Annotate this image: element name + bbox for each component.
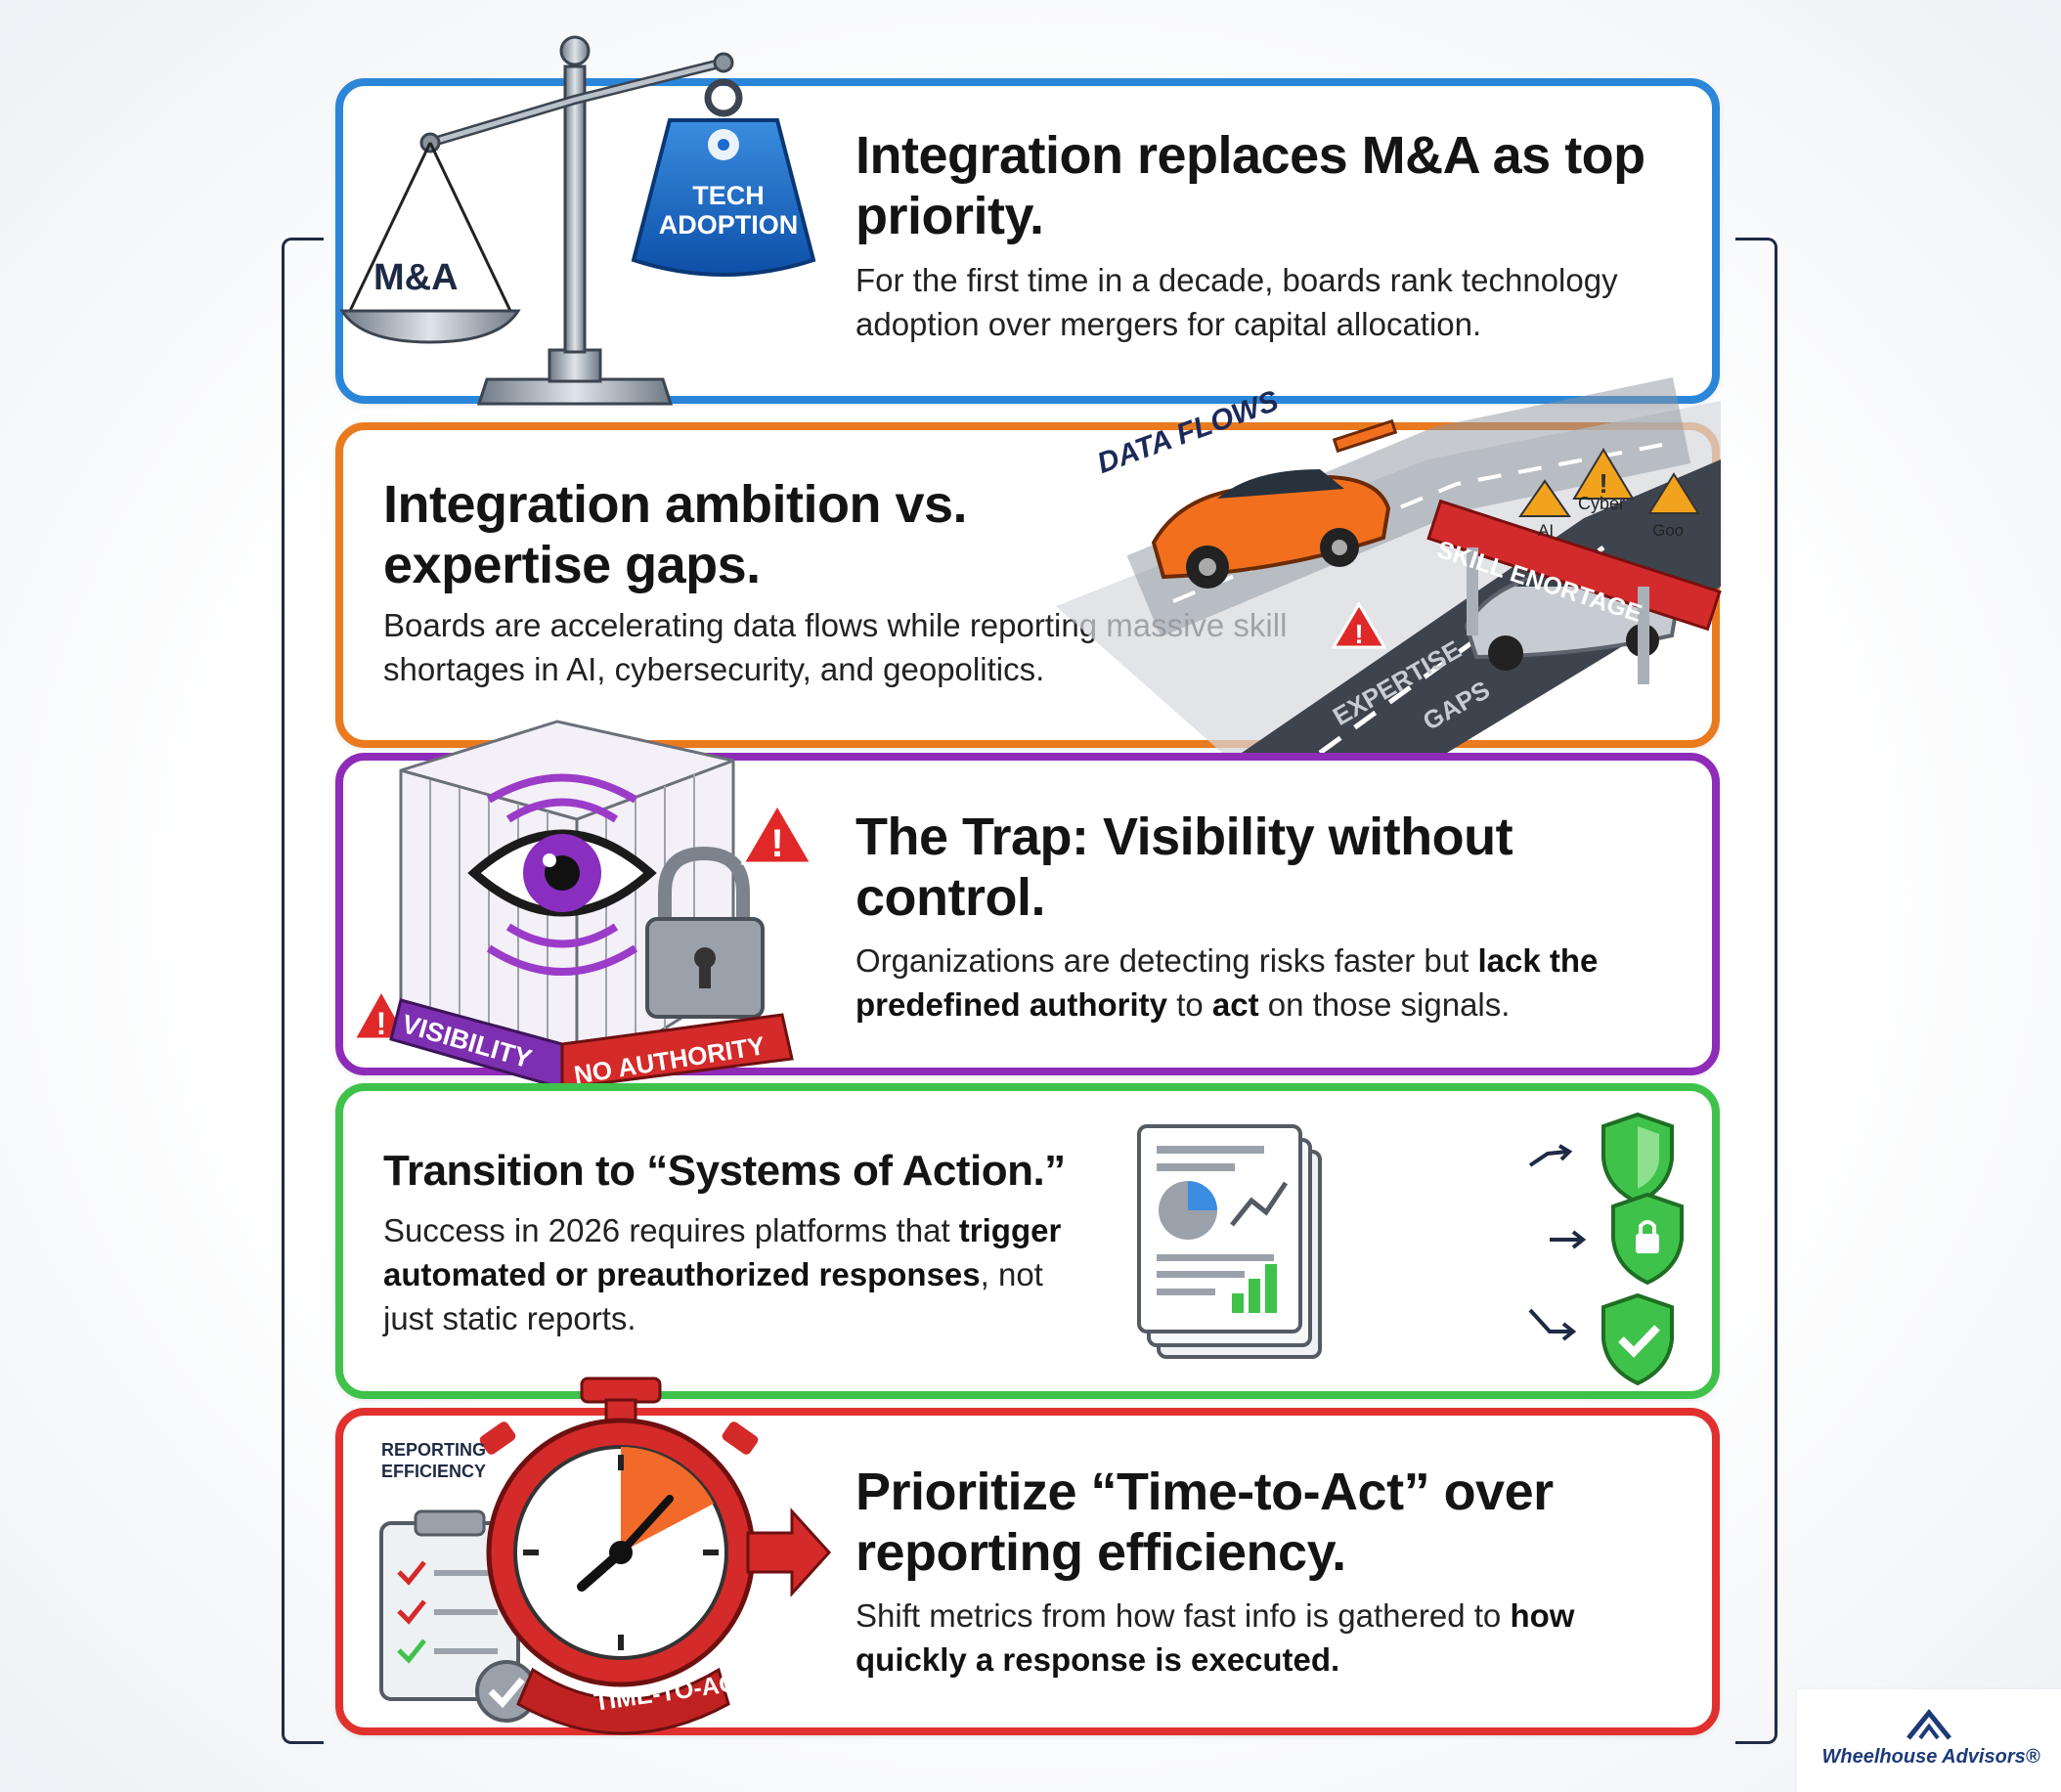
shield-arrows-icon (1528, 1112, 1684, 1386)
card-1-body: For the first time in a decade, boards r… (855, 262, 1618, 342)
tech-weight-label-2: ADOPTION (658, 210, 799, 240)
reporting-efficiency-label-2: EFFICIENCY (381, 1462, 487, 1481)
cyber-label: Cyber (1578, 494, 1626, 513)
wheelhouse-roof-icon (1907, 1709, 1951, 1740)
road-race-icon: ! ! (1056, 376, 1722, 756)
left-bracket (282, 238, 324, 1744)
card-2-heading: Integration ambition vs. expertise gaps. (383, 475, 968, 594)
card-4-body: Success in 2026 requires platforms that … (383, 1212, 1062, 1336)
card-1-heading: Integration replaces M&A as top priority… (855, 126, 1645, 245)
tech-weight-label-1: TECH (692, 181, 765, 210)
svg-text:!: ! (1354, 619, 1363, 649)
balance-scale-icon (339, 35, 816, 406)
report-document-icon (1137, 1124, 1322, 1359)
card-3-body: Organizations are detecting risks faster… (855, 942, 1599, 1023)
logo-text: Wheelhouse Advisors® (1821, 1746, 2040, 1768)
reporting-efficiency-label-1: REPORTING (381, 1440, 487, 1460)
card-5-heading: Prioritize “Time-to-Act” over reporting … (855, 1463, 1554, 1582)
card-3-heading: The Trap: Visibility without control. (855, 808, 1513, 927)
svg-text:!: ! (1599, 468, 1607, 499)
ma-pan-label: M&A (373, 257, 459, 298)
ai-label: AI (1538, 521, 1555, 540)
wheelhouse-logo: Wheelhouse Advisors® (1797, 1689, 2061, 1792)
svg-text:!: ! (376, 1006, 387, 1041)
svg-text:!: ! (770, 822, 783, 865)
card-systems-of-action (335, 1083, 1720, 1399)
geo-label: Goo (1652, 521, 1685, 540)
card-5-body: Shift metrics from how fast info is gath… (855, 1597, 1575, 1678)
stopwatch-icon (379, 1377, 832, 1735)
card-4-heading: Transition to “Systems of Action.” (383, 1147, 1066, 1195)
right-bracket (1735, 238, 1777, 1744)
caged-eye-icon: ! ! (351, 720, 814, 1090)
